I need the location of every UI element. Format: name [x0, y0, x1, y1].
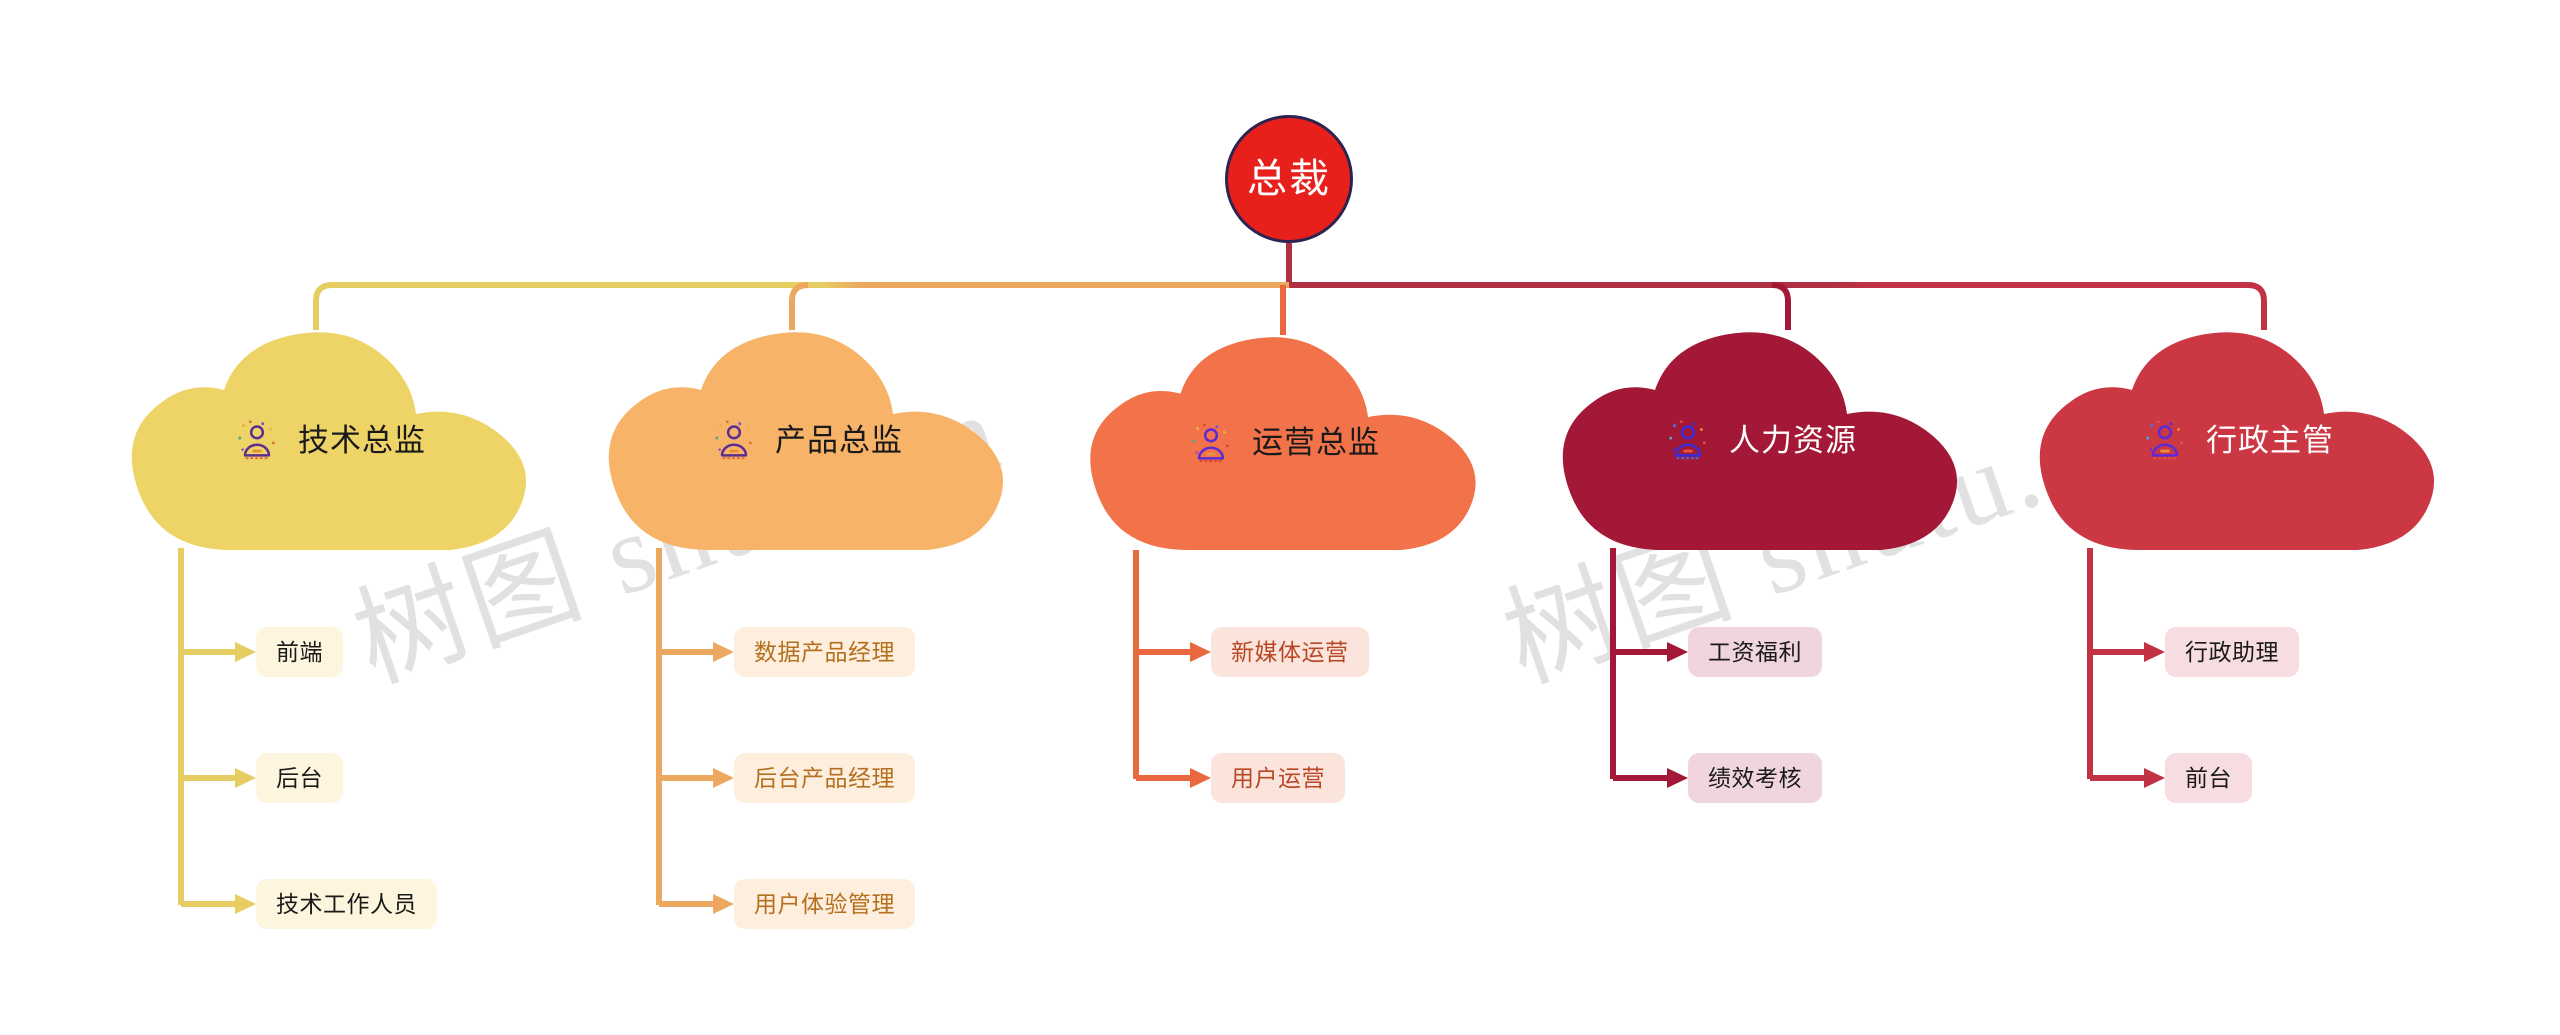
branch-node-tech-director[interactable]: 技术总监: [120, 330, 540, 550]
cloud-shape: [131, 332, 527, 550]
leaf-node-label: 前台: [2185, 764, 2232, 791]
cloud-shape: [1562, 332, 1958, 550]
person-icon: [238, 420, 275, 460]
leaf-node-label: 技术工作人员: [276, 890, 417, 917]
leaf-node[interactable]: 新媒体运营: [1211, 627, 1369, 677]
branch-node-label: 运营总监: [1252, 425, 1380, 460]
leaf-node-label: 前端: [276, 638, 323, 665]
branch-node-label: 行政主管: [2206, 422, 2334, 458]
branch-node-label: 产品总监: [775, 422, 903, 458]
person-icon: [1669, 420, 1706, 460]
leaf-node-label: 工资福利: [1708, 638, 1802, 665]
leaf-node[interactable]: 前台: [2165, 753, 2252, 803]
branch-node-label: 技术总监: [298, 422, 426, 458]
branch-node-admin-supervisor[interactable]: 行政主管: [2028, 330, 2448, 550]
leaf-node[interactable]: 绩效考核: [1688, 753, 1822, 803]
leaf-node[interactable]: 后台: [256, 753, 343, 803]
person-icon: [715, 420, 752, 460]
leaf-node[interactable]: 前端: [256, 627, 343, 677]
root-node-label: 总裁: [1247, 157, 1331, 201]
person-icon: [1192, 422, 1229, 462]
leaf-node-label: 后台: [276, 764, 323, 791]
branch-node-human-resources[interactable]: 人力资源: [1551, 330, 1971, 550]
branch-node-label: 人力资源: [1729, 422, 1857, 458]
leaf-node[interactable]: 工资福利: [1688, 627, 1822, 677]
leaf-node-label: 用户体验管理: [754, 890, 895, 917]
leaf-node-label: 行政助理: [2185, 638, 2279, 665]
leaf-node[interactable]: 行政助理: [2165, 627, 2299, 677]
leaf-node[interactable]: 用户运营: [1211, 753, 1345, 803]
branch-node-product-director[interactable]: 产品总监: [597, 330, 1017, 550]
cloud-shape: [1090, 337, 1476, 550]
leaf-node-label: 后台产品经理: [754, 764, 895, 791]
leaf-node-label: 数据产品经理: [754, 638, 895, 665]
leaf-node[interactable]: 后台产品经理: [734, 753, 915, 803]
leaf-node-label: 绩效考核: [1708, 764, 1802, 791]
cloud-shape: [2039, 332, 2435, 550]
leaf-node-label: 用户运营: [1231, 764, 1325, 791]
leaf-node-label: 新媒体运营: [1231, 638, 1349, 665]
cloud-shape: [608, 332, 1004, 550]
person-icon: [2146, 420, 2183, 460]
root-node-president[interactable]: 总裁: [1225, 115, 1353, 243]
branch-node-operations-director[interactable]: 运营总监: [1074, 335, 1494, 550]
leaf-node[interactable]: 数据产品经理: [734, 627, 915, 677]
leaf-node[interactable]: 用户体验管理: [734, 879, 915, 929]
leaf-node[interactable]: 技术工作人员: [256, 879, 437, 929]
